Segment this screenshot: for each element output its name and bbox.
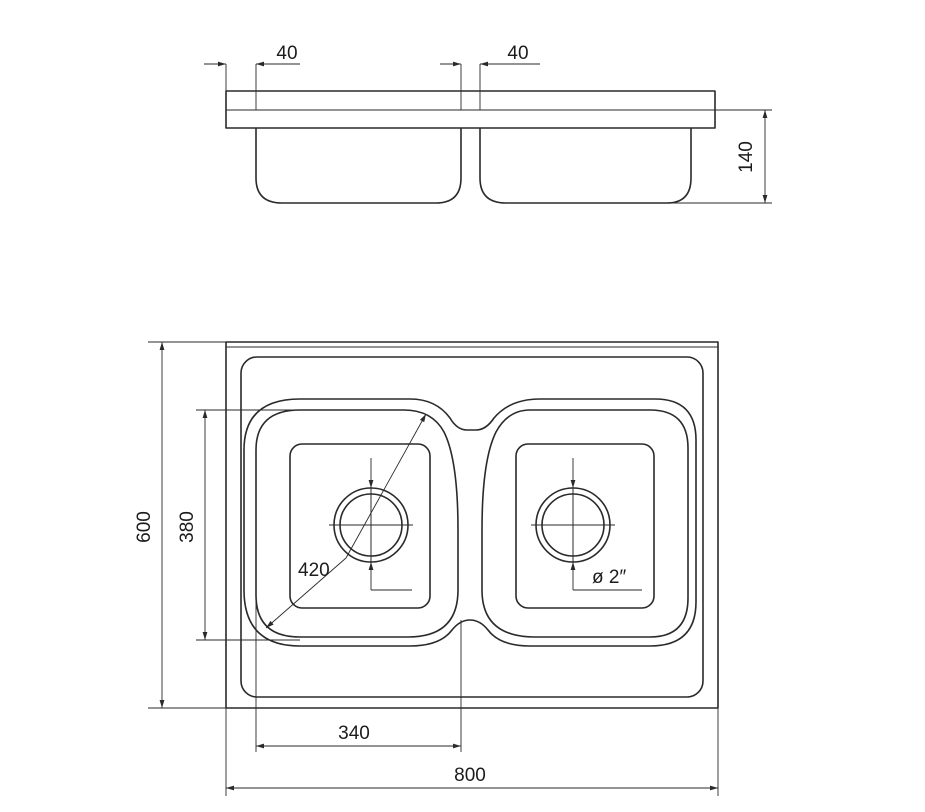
right-drain: [531, 458, 642, 591]
top-view: ø 2″ 420 600 380 340 800: [134, 341, 719, 796]
bowls-divider-outline: [243, 398, 697, 647]
left-bowl-basin: [289, 443, 431, 609]
dim-bowl-depth-label: 380: [177, 511, 198, 543]
dim-depth-label: 140: [736, 141, 757, 173]
left-bowl-rim: [255, 409, 459, 638]
left-bowl-profile: [255, 128, 462, 204]
dim-diagonal-arrow-2: [345, 413, 427, 559]
dim-left-rim-label: 40: [276, 43, 297, 64]
sink-outline: [225, 341, 719, 709]
dim-bowl-width-label: 340: [338, 723, 370, 744]
right-bowl-profile: [479, 128, 692, 204]
right-bowl-rim: [481, 409, 689, 638]
right-bowl-basin: [515, 443, 655, 609]
sink-inner-rim: [240, 356, 704, 698]
left-drain: [329, 458, 413, 591]
dim-overall-depth-label: 600: [134, 511, 155, 543]
side-view: 40 40 140: [204, 43, 772, 204]
dim-diagonal-label: 420: [298, 560, 330, 581]
dim-diagonal-arrow-1: [265, 557, 347, 629]
dim-overall-width-label: 800: [454, 765, 486, 786]
drain-size-label: ø 2″: [592, 567, 626, 588]
dim-center-rim-label: 40: [507, 43, 528, 64]
